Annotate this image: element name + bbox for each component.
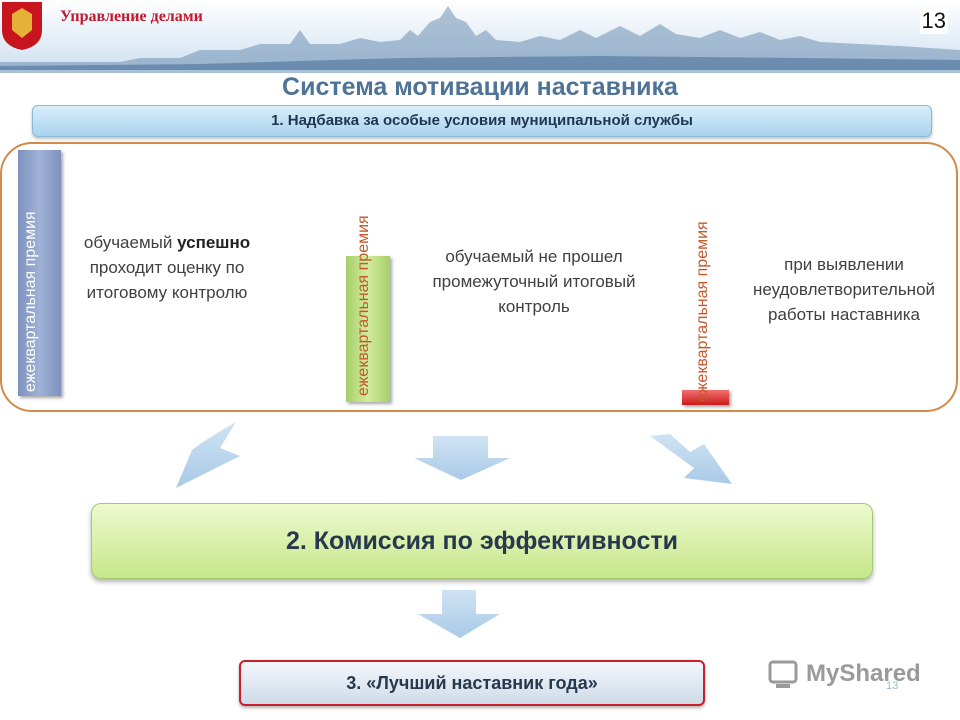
step-1-bar: 1. Надбавка за особые условия муниципаль… <box>32 105 932 137</box>
premium-label-1: ежеквартальная премия <box>22 148 40 392</box>
condition-1-text-bold: успешно <box>177 233 250 252</box>
premium-label-3: ежеквартальная премия <box>694 162 712 402</box>
condition-description-3: при выявлении неудовлетворительной работ… <box>728 252 960 327</box>
condition-1-text-after: проходит оценку по итоговому контролю <box>87 258 248 302</box>
premium-label-2: ежеквартальная премия <box>355 156 373 396</box>
condition-description-2: обучаемый не прошел промежуточный итогов… <box>398 244 670 319</box>
arrow-down-bottom <box>418 590 500 638</box>
step-2-commission-box: 2. Комиссия по эффективности <box>91 503 873 579</box>
arrow-diagonal-left <box>176 422 240 488</box>
small-page-number: 13 <box>886 680 898 692</box>
page-number: 13 <box>920 8 948 34</box>
coat-of-arms-logo <box>0 0 44 52</box>
watermark-text: MyShared <box>806 660 921 688</box>
condition-1-text-before: обучаемый <box>84 233 177 252</box>
slide-title: Система мотивации наставника <box>0 73 960 102</box>
arrow-down-center <box>414 436 510 480</box>
condition-description-1: обучаемый успешно проходит оценку по ито… <box>72 230 262 305</box>
step-3-best-mentor-box: 3. «Лучший наставник года» <box>239 660 705 706</box>
organization-name: Управление делами <box>60 8 203 26</box>
watermark-icon <box>768 660 804 690</box>
arrow-diagonal-right <box>650 434 732 484</box>
